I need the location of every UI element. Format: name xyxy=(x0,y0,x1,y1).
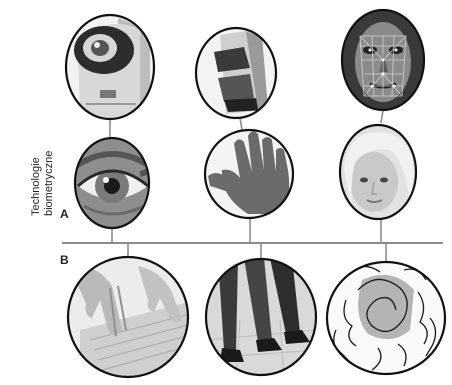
eye-photo-icon xyxy=(70,136,156,232)
face-recognition-mesh-icon xyxy=(340,8,426,112)
connector-hand-top xyxy=(240,118,242,130)
connector-face-top xyxy=(381,110,383,123)
side-label-line1: Technologie xyxy=(30,158,43,216)
face-photo-icon xyxy=(338,124,420,224)
fingerprint-reader-device-icon xyxy=(190,25,285,125)
side-label-line2: biometryczne xyxy=(43,158,56,216)
typing-hands-photo-icon xyxy=(66,256,196,378)
iris-scanner-device-icon xyxy=(60,10,160,125)
row-a-label: A xyxy=(60,207,69,221)
row-b-label: B xyxy=(60,253,69,267)
walking-legs-photo-icon xyxy=(204,258,320,378)
hand-photo-icon xyxy=(200,128,298,220)
signature-drawing-icon xyxy=(326,262,446,376)
side-label: Technologie biometryczne xyxy=(30,158,56,216)
